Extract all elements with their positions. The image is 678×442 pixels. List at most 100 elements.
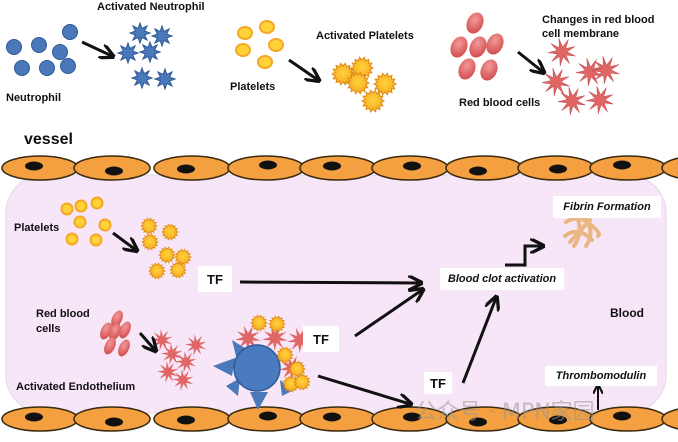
cell-group — [6, 12, 620, 410]
activated-platelet — [293, 373, 311, 391]
tf-label-endothelium: TF — [303, 326, 339, 352]
platelet — [235, 43, 251, 57]
platelet — [60, 202, 74, 216]
red-blood-cell — [466, 12, 484, 34]
label-neutrophil: Neutrophil — [6, 92, 61, 104]
activated-platelet — [169, 261, 187, 279]
nucleus — [549, 415, 567, 425]
activated-platelet — [158, 246, 176, 264]
platelet — [257, 55, 273, 69]
arrow-inner-platelet-activation — [112, 231, 136, 250]
neutrophil — [31, 37, 47, 53]
nucleus — [323, 161, 341, 171]
altered-red-blood-cell — [161, 343, 183, 365]
neutrophil — [6, 39, 22, 55]
activated-platelet — [360, 89, 386, 113]
activated-endothelial-cell — [233, 344, 281, 392]
altered-red-blood-cell — [151, 329, 173, 351]
activated-neutrophil — [116, 41, 140, 65]
arrow-tf-endothelium-to-clot — [354, 290, 422, 338]
nucleus — [613, 411, 631, 421]
endothelium-spike — [226, 378, 240, 396]
activated-platelet — [148, 262, 166, 280]
red-blood-cell — [119, 321, 131, 339]
platelet — [90, 196, 104, 210]
nucleus — [259, 160, 277, 170]
platelet — [74, 199, 88, 213]
activated-platelet — [268, 315, 286, 333]
platelet — [73, 215, 87, 229]
platelet — [65, 232, 79, 246]
red-blood-cell — [104, 337, 116, 355]
altered-red-blood-cell — [541, 68, 570, 96]
endothelial-cell — [661, 157, 678, 179]
red-blood-cell — [111, 310, 123, 328]
activated-platelet — [140, 217, 158, 235]
nucleus — [323, 412, 341, 422]
altered-red-blood-cell — [157, 361, 179, 383]
vessel-wall-top — [1, 155, 678, 181]
activated-platelet — [141, 233, 159, 251]
nucleus — [403, 412, 421, 422]
activated-neutrophil — [150, 24, 174, 48]
arrow-endothelium-to-tf — [317, 374, 410, 404]
activated-platelet — [345, 71, 371, 95]
tf-label-wall: TF — [424, 372, 452, 394]
label-rbc-membrane-change-line1: Changes in red blood — [542, 14, 655, 26]
tf-label-platelets: TF — [198, 266, 232, 292]
nucleus — [25, 161, 43, 171]
arrow-neutrophil-activation — [81, 40, 112, 56]
nucleus — [469, 417, 487, 427]
red-blood-cell — [458, 58, 476, 80]
nucleus — [25, 412, 43, 422]
red-blood-cell — [100, 322, 112, 340]
nucleus — [259, 411, 277, 421]
platelet — [268, 38, 284, 52]
label-rbc-inside-line1: Red blood — [36, 308, 90, 320]
neutrophil — [14, 60, 30, 76]
nucleus — [177, 415, 195, 425]
red-blood-cell — [109, 323, 121, 341]
label-platelets-top: Platelets — [230, 81, 276, 93]
platelet — [259, 20, 275, 34]
activated-neutrophil — [153, 67, 177, 91]
endothelium-spike — [213, 358, 235, 376]
platelet — [237, 26, 253, 40]
altered-red-blood-cell — [262, 325, 288, 351]
altered-red-blood-cell — [547, 38, 576, 66]
altered-red-blood-cell — [185, 334, 207, 356]
activated-neutrophil — [128, 21, 152, 45]
red-blood-cell — [469, 36, 487, 58]
nucleus — [105, 166, 123, 176]
altered-red-blood-cell — [175, 351, 197, 373]
red-blood-cell — [118, 339, 130, 357]
label-activated-platelets: Activated Platelets — [316, 30, 414, 42]
nucleus — [403, 161, 421, 171]
arrow-tf-to-clot — [461, 298, 496, 384]
label-activated-endothelium: Activated Endothelium — [16, 381, 136, 393]
label-rbc-membrane-change: Changes in red blood cell membrane — [542, 13, 654, 41]
label-rbc-membrane-change-line2: cell membrane — [542, 28, 620, 40]
altered-red-blood-cell — [585, 86, 614, 114]
neutrophil — [39, 60, 55, 76]
nucleus — [549, 164, 567, 174]
label-blood: Blood — [610, 306, 644, 320]
platelet — [98, 218, 112, 232]
nucleus — [469, 166, 487, 176]
activated-neutrophil — [138, 40, 162, 64]
label-blood-clot-activation: Blood clot activation — [440, 268, 564, 290]
nucleus — [613, 160, 631, 170]
label-platelets-inside: Platelets — [14, 222, 60, 234]
label-vessel: vessel — [24, 131, 73, 148]
activated-platelet — [161, 223, 179, 241]
label-red-blood-cells-top: Red blood cells — [459, 97, 541, 109]
arrow-tf-platelets-to-clot — [239, 282, 420, 283]
activated-platelet — [276, 346, 294, 364]
altered-red-blood-cell — [575, 58, 604, 86]
altered-red-blood-cell — [172, 369, 194, 391]
label-fibrin-formation: Fibrin Formation — [553, 196, 661, 218]
arrow-rbc-change — [517, 50, 543, 72]
altered-red-blood-cell — [591, 56, 620, 84]
arrow-clot-to-fibrin — [505, 246, 542, 267]
